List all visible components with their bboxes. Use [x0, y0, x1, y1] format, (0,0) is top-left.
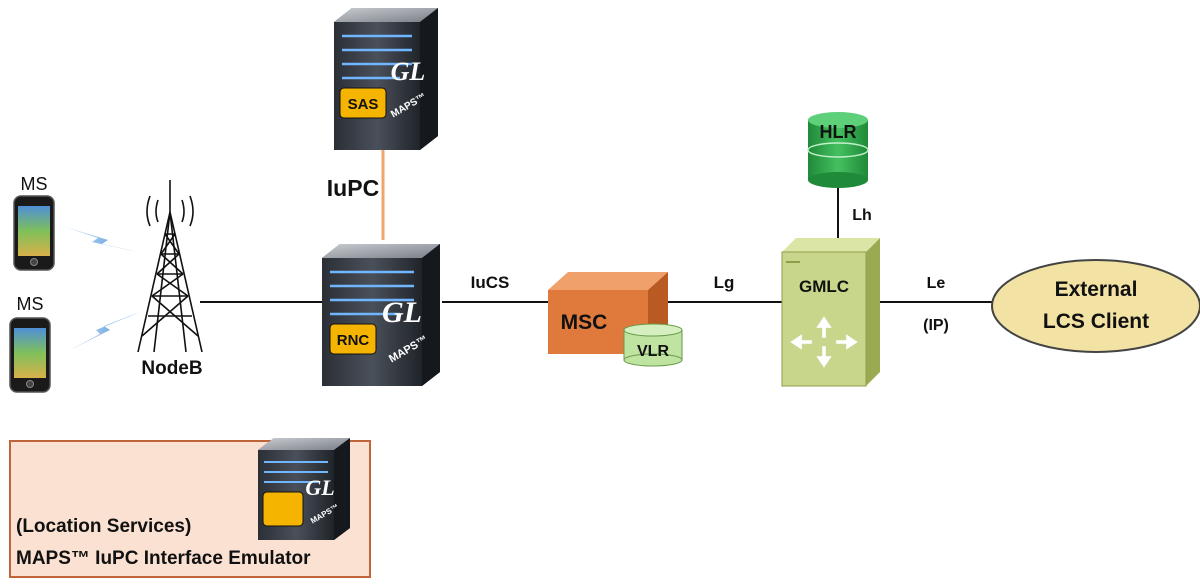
mobile-phone-1 [13, 195, 55, 271]
vlr-database [623, 323, 683, 367]
legend-server: GL MAPS™ [258, 438, 350, 540]
wireless-signal-2 [66, 312, 140, 352]
client-label-line1: External [1055, 278, 1138, 301]
vlr-label: VLR [637, 343, 669, 360]
gmlc-server [781, 238, 880, 387]
sas-badge-text: SAS [348, 96, 379, 113]
lg-label: Lg [714, 273, 735, 292]
rnc-badge-text: RNC [337, 332, 370, 349]
external-lcs-client [991, 259, 1200, 353]
rnc-server: RNC GL MAPS™ [322, 244, 440, 386]
ms-label-2: MS [17, 294, 44, 314]
hlr-label: HLR [820, 122, 857, 142]
sas-badge [339, 87, 387, 119]
iupc-label: IuPC [327, 175, 379, 201]
gmlc-label: GMLC [799, 277, 849, 296]
client-label-line2: LCS Client [1043, 310, 1149, 333]
nodeb-label: NodeB [141, 358, 202, 379]
iucs-label: IuCS [471, 273, 510, 292]
wireless-signal-1 [62, 226, 138, 252]
lh-label: Lh [852, 207, 872, 224]
le-ip-label: (IP) [923, 317, 949, 334]
rnc-brand-text: GL [382, 296, 422, 329]
msc-label: MSC [561, 311, 608, 334]
legend-line1: (Location Services) [16, 516, 191, 537]
mobile-phone-2 [9, 317, 51, 393]
rnc-badge [329, 323, 377, 355]
le-label: Le [927, 275, 946, 292]
sas-server: SAS GL MAPS™ [334, 8, 438, 150]
nodeb-tower [137, 180, 203, 353]
hlr-database [807, 112, 869, 188]
sas-brand-text: GL [391, 57, 426, 86]
legend-line2: MAPS™ IuPC Interface Emulator [16, 548, 311, 569]
router-arrows-icon [789, 315, 859, 369]
msc-box [548, 272, 668, 354]
legend-brand-text: GL [305, 475, 334, 500]
ms-label-1: MS [21, 174, 48, 194]
